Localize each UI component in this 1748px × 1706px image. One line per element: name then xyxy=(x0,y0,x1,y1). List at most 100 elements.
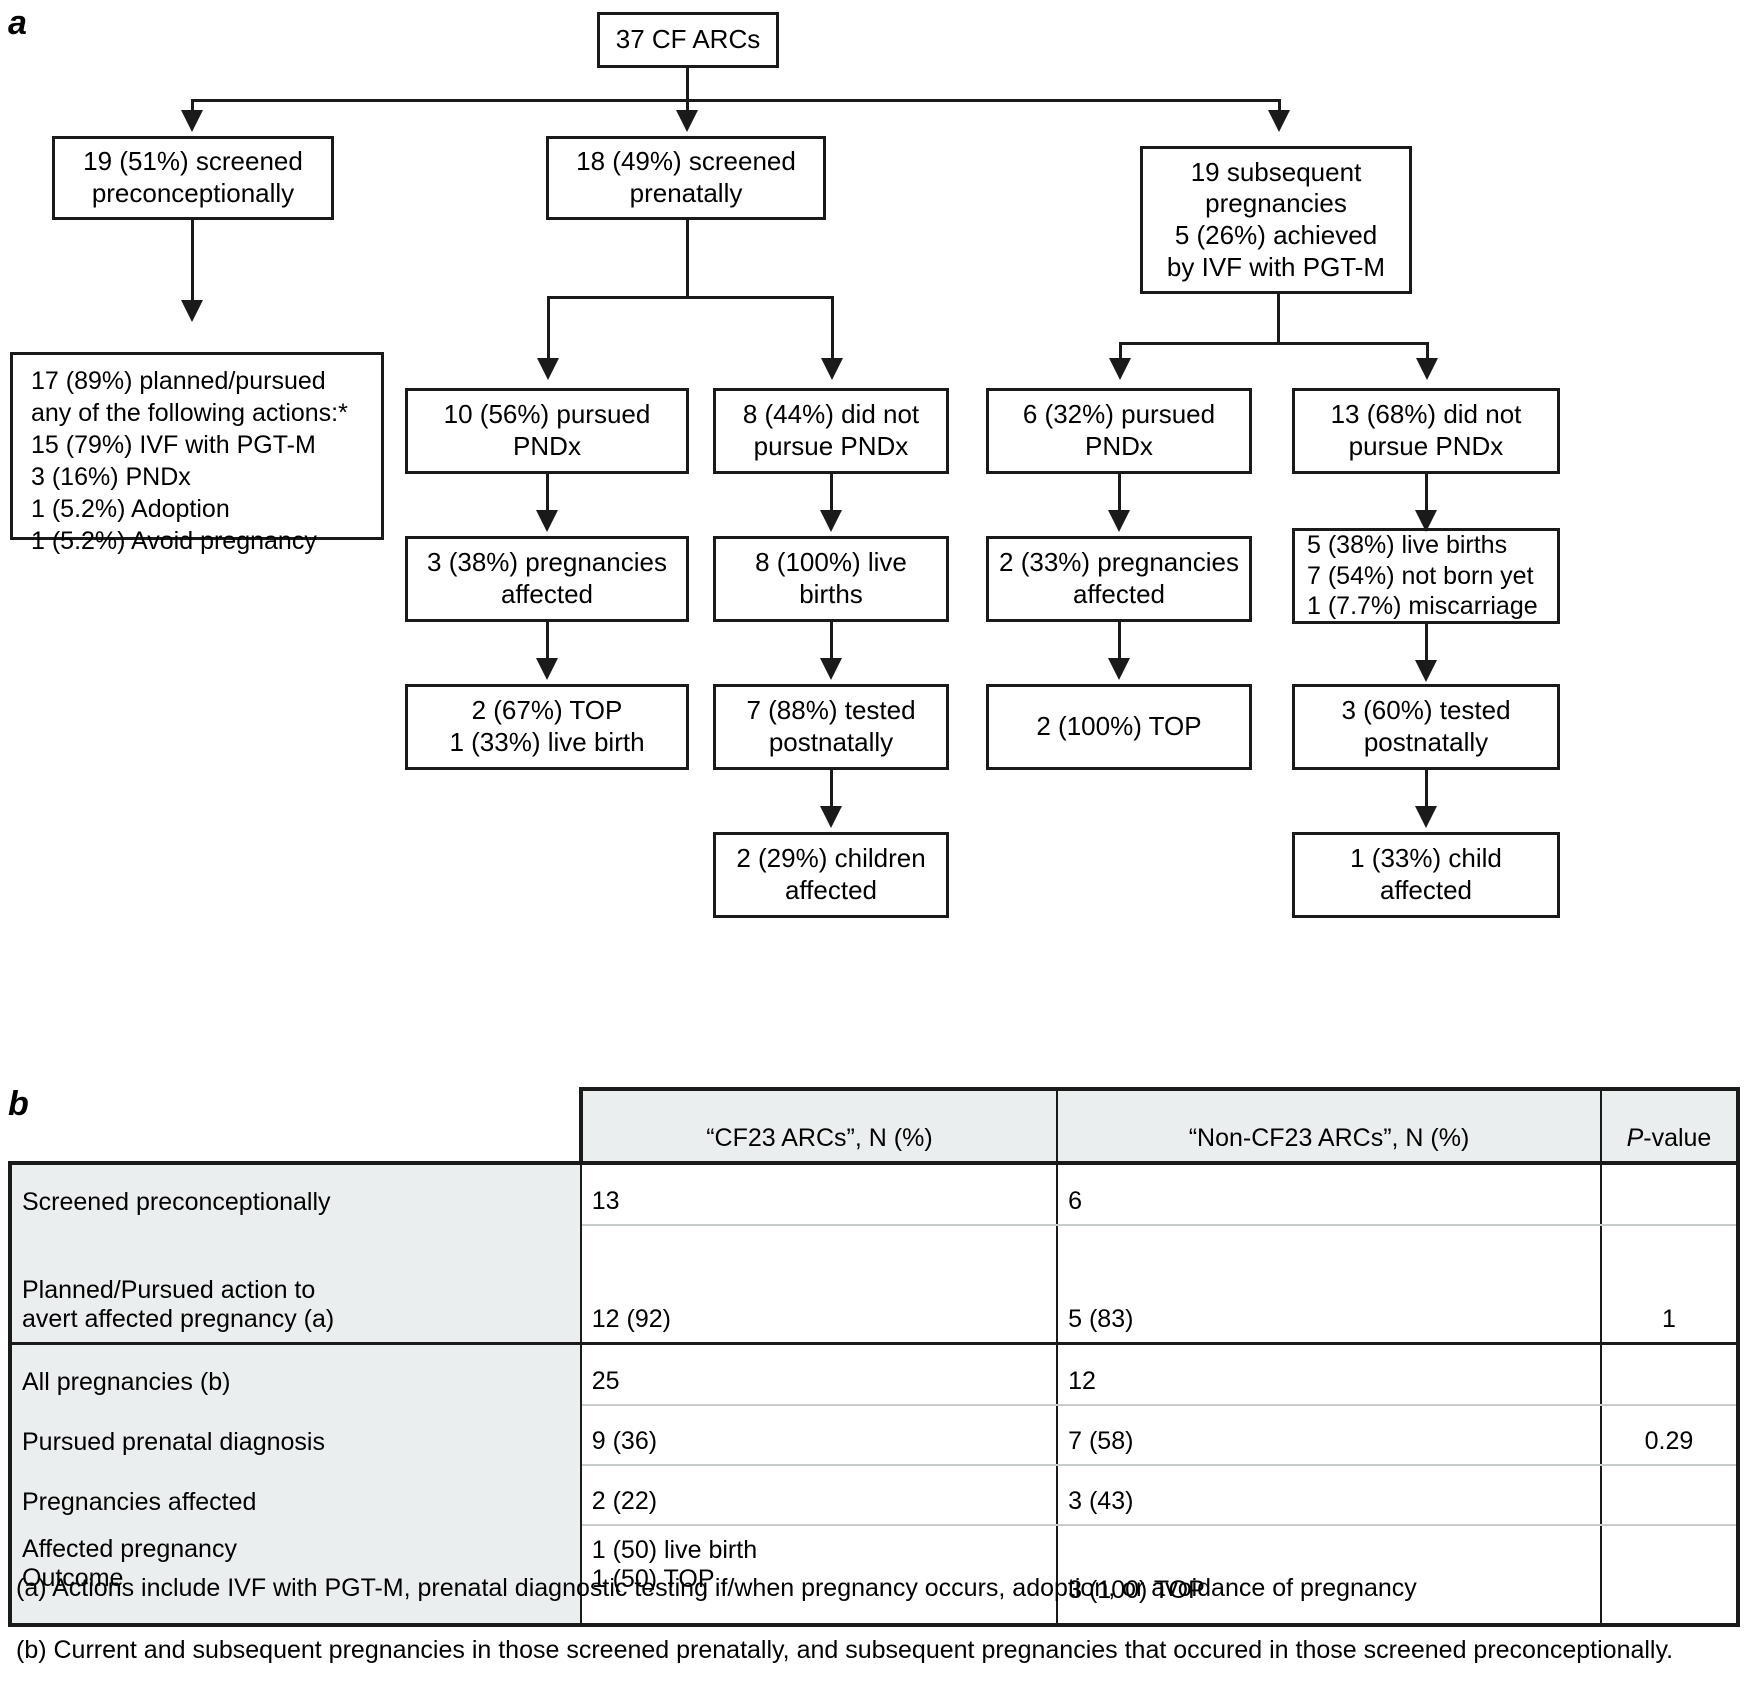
arrowhead-sub-top xyxy=(1108,658,1130,680)
arrowhead-to-pre-pursued xyxy=(537,358,559,380)
cell-p-affected-outcome xyxy=(1600,1525,1741,1627)
table-row: Planned/Pursued action to avert affected… xyxy=(8,1225,1741,1344)
cell-cf23-screened: 13 xyxy=(580,1161,1059,1226)
header-p-value: P-value xyxy=(1599,1087,1741,1163)
arrowhead-to-subsequent xyxy=(1268,110,1290,132)
connector-sub-tested-down xyxy=(1425,770,1428,812)
arrowhead-pre-livebirths xyxy=(820,510,842,532)
arrowhead-to-pre-notpursued xyxy=(821,358,843,380)
node-sub-tested-postnatally: 3 (60%) tested postnatally xyxy=(1292,684,1560,770)
table-header-row: “CF23 ARCs”, N (%) “Non-CF23 ARCs”, N (%… xyxy=(10,1087,1741,1163)
arrowhead-sub-outcomes xyxy=(1415,510,1437,532)
header-blank xyxy=(10,1089,581,1163)
connector-sub-notpursued-down xyxy=(1425,474,1428,516)
arrowhead-to-preconception xyxy=(181,110,203,132)
cell-noncf23-screened: 6 xyxy=(1057,1161,1602,1226)
connector-pre-tested-down xyxy=(830,770,833,812)
connector-pre-notpursued-down xyxy=(830,474,833,516)
connector-root-stem xyxy=(686,68,689,101)
node-pre-tested-postnatally: 7 (88%) tested postnatally xyxy=(713,684,949,770)
cell-noncf23-planned: 5 (83) xyxy=(1057,1225,1602,1344)
connector-root-mid-drop xyxy=(686,99,689,115)
connector-subsequent-stem xyxy=(1277,294,1280,344)
footnote-b: (b) Current and subsequent pregnancies i… xyxy=(16,1635,1674,1664)
cell-p-pregnancies-affected xyxy=(1600,1465,1741,1526)
connector-prenatal-left-drop xyxy=(547,296,550,364)
row-label-pursued-prenatal-diagnosis: Pursued prenatal diagnosis xyxy=(8,1405,582,1465)
comparison-table-wrap: “CF23 ARCs”, N (%) “Non-CF23 ARCs”, N (%… xyxy=(8,1087,1741,1627)
header-cf23: “CF23 ARCs”, N (%) xyxy=(578,1087,1058,1163)
row-label-affected-pregnancy-outcome: Affected pregnancy Outcome xyxy=(8,1525,582,1627)
table-row: Affected pregnancy Outcome 1 (50) live b… xyxy=(8,1525,1741,1627)
cell-noncf23-affected-outcome: 3 (100) TOP xyxy=(1057,1525,1602,1627)
node-pre-pregnancies-affected: 3 (38%) pregnancies affected xyxy=(405,536,689,622)
cell-p-screened xyxy=(1600,1161,1741,1226)
cell-p-pursued-pnd: 0.29 xyxy=(1600,1405,1741,1466)
connector-prenatal-right-drop xyxy=(831,296,834,364)
connector-subsequent-left-drop xyxy=(1119,342,1122,364)
row-label-screened-preconceptionally: Screened preconceptionally xyxy=(8,1161,582,1225)
arrowhead-to-prenatal xyxy=(676,110,698,132)
connector-subsequent-right-drop xyxy=(1426,342,1429,364)
node-planned-pursued-actions: 17 (89%) planned/pursued any of the foll… xyxy=(10,352,384,555)
node-pre-pursued-pndx: 10 (56%) pursued PNDx xyxy=(405,388,689,474)
connector-pre-pursued-down xyxy=(546,474,549,516)
node-sub-did-not-pursue-pndx: 13 (68%) did not pursue PNDx xyxy=(1292,388,1560,474)
comparison-table: “CF23 ARCs”, N (%) “Non-CF23 ARCs”, N (%… xyxy=(8,1087,1741,1627)
arrowhead-pre-children-affected xyxy=(820,806,842,828)
connector-pre-affected-down xyxy=(546,622,549,664)
connector-pre-livebirths-down xyxy=(830,622,833,664)
node-sub-child-affected: 1 (33%) child affected xyxy=(1292,832,1560,918)
table-row: Screened preconceptionally 13 6 xyxy=(8,1161,1741,1226)
cell-cf23-all-pregnancies: 25 xyxy=(580,1341,1059,1406)
node-sub-top-outcome: 2 (100%) TOP xyxy=(986,684,1252,770)
table-row: Pursued prenatal diagnosis 9 (36) 7 (58)… xyxy=(8,1405,1741,1466)
arrowhead-to-sub-pursued xyxy=(1109,358,1131,380)
cell-cf23-pregnancies-affected: 2 (22) xyxy=(580,1465,1059,1526)
cell-cf23-pursued-pnd: 9 (36) xyxy=(580,1405,1059,1466)
arrowhead-sub-child-affected xyxy=(1415,806,1437,828)
row-label-planned-pursued-action: Planned/Pursued action to avert affected… xyxy=(8,1225,582,1343)
node-pre-children-affected: 2 (29%) children affected xyxy=(713,832,949,918)
table-row: All pregnancies (b) 25 12 xyxy=(8,1341,1741,1406)
header-non-cf23: “Non-CF23 ARCs”, N (%) xyxy=(1056,1087,1601,1163)
cell-cf23-affected-outcome: 1 (50) live birth 1 (50) TOP xyxy=(580,1525,1059,1627)
row-label-pregnancies-affected: Pregnancies affected xyxy=(8,1465,582,1525)
node-screened-prenatally: 18 (49%) screened prenatally xyxy=(546,136,826,220)
row-label-all-pregnancies: All pregnancies (b) xyxy=(8,1341,582,1405)
connector-root-right-drop xyxy=(1278,99,1281,115)
arrowhead-to-sub-notpursued xyxy=(1416,358,1438,380)
connector-sub-affected-down xyxy=(1118,622,1121,664)
connector-prenatal-stem xyxy=(686,220,689,298)
footnotes: (a) Actions include IVF with PGT-M, pren… xyxy=(16,1572,1716,1696)
arrowhead-sub-tested xyxy=(1415,660,1437,682)
connector-subsequent-bus xyxy=(1119,342,1429,345)
connector-sub-pursued-down xyxy=(1118,474,1121,516)
connector-prenatal-bus xyxy=(547,296,834,299)
cell-noncf23-pursued-pnd: 7 (58) xyxy=(1057,1405,1602,1466)
node-screened-preconceptionally: 19 (51%) screened preconceptionally xyxy=(52,136,334,220)
cell-cf23-planned: 12 (92) xyxy=(580,1225,1059,1344)
panel-b-letter: b xyxy=(8,1085,29,1123)
cell-p-all-pregnancies xyxy=(1600,1341,1741,1406)
cell-noncf23-all-pregnancies: 12 xyxy=(1057,1341,1602,1406)
connector-root-left-drop xyxy=(191,99,194,115)
node-root: 37 CF ARCs xyxy=(597,12,779,68)
arrowhead-pre-tested xyxy=(820,658,842,680)
p-rest: -value xyxy=(1643,1124,1712,1152)
footnote-a: (a) Actions include IVF with PGT-M, pren… xyxy=(16,1574,1417,1602)
arrowhead-pre-affected xyxy=(536,510,558,532)
cell-noncf23-pregnancies-affected: 3 (43) xyxy=(1057,1465,1602,1526)
node-sub-pregnancy-outcomes: 5 (38%) live births 7 (54%) not born yet… xyxy=(1292,528,1560,624)
node-subsequent-pregnancies: 19 subsequent pregnancies 5 (26%) achiev… xyxy=(1140,146,1412,294)
cell-p-planned: 1 xyxy=(1600,1225,1741,1344)
node-pre-did-not-pursue-pndx: 8 (44%) did not pursue PNDx xyxy=(713,388,949,474)
arrowhead-sub-affected xyxy=(1108,510,1130,532)
connector-root-bus xyxy=(191,99,1281,102)
table-row: Pregnancies affected 2 (22) 3 (43) xyxy=(8,1465,1741,1526)
panel-a-letter: a xyxy=(8,4,27,42)
node-sub-pursued-pndx: 6 (32%) pursued PNDx xyxy=(986,388,1252,474)
p-italic: P xyxy=(1626,1124,1644,1152)
node-sub-pregnancies-affected: 2 (33%) pregnancies affected xyxy=(986,536,1252,622)
connector-preconception-to-actions xyxy=(191,220,194,308)
